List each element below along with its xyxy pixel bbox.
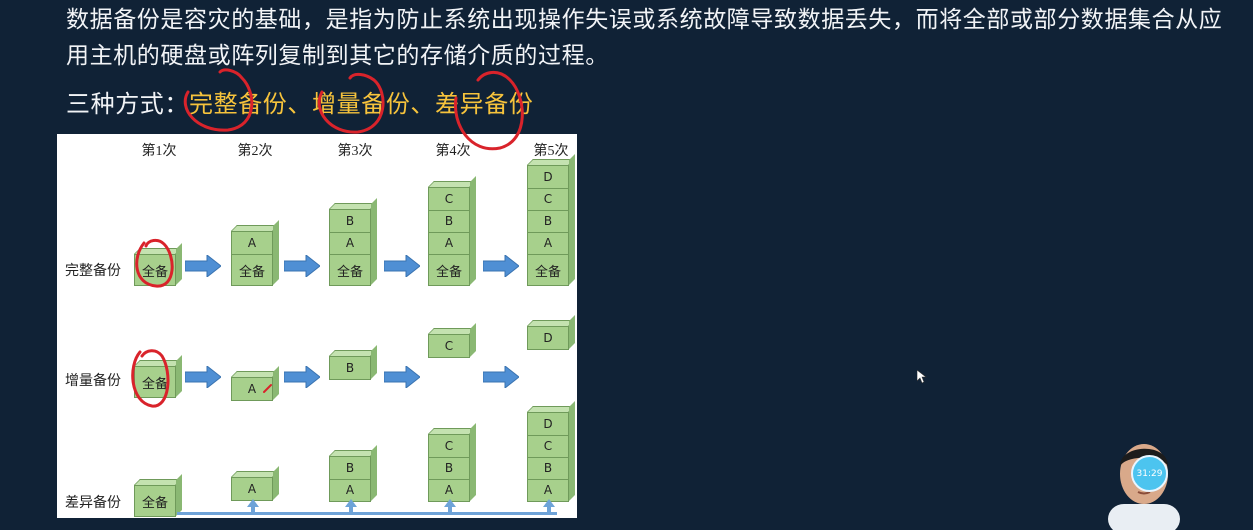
block-b: B [527,456,569,480]
right-arrow-icon [284,255,320,277]
block-c: C [428,434,470,458]
block-b: B [329,456,371,480]
backup-methods-line: 三种方式：完整备份、增量备份、差异备份 [66,86,533,122]
block-a: A [231,377,273,401]
block-c: C [428,334,470,358]
block-b: B [329,356,371,380]
block-c: C [527,434,569,458]
up-arrow-icon [543,499,555,513]
block-a: A [428,231,470,255]
block-a: A [231,477,273,501]
right-arrow-icon [284,366,320,388]
block-a: A [527,231,569,255]
method-differential: 差异备份 [435,90,534,118]
intro-paragraph: 数据备份是容灾的基础，是指为防止系统出现操作失误或系统故障导致数据丢失，而将全部… [66,7,1223,69]
block-b: B [329,209,371,233]
up-arrow-icon [444,499,456,513]
block-full: 全备 [134,366,176,398]
block-full: 全备 [527,254,569,286]
methods-lead: 三种方式： [66,90,189,118]
up-arrow-icon [345,499,357,513]
block-full: 全备 [134,254,176,286]
column-label: 第3次 [337,144,373,159]
column-label: 第1次 [141,144,177,159]
block-c: C [428,187,470,211]
block-a: A [329,231,371,255]
method-separator: 、 [287,90,313,118]
right-arrow-icon [483,255,519,277]
block-full: 全备 [329,254,371,286]
backup-diagram: 第1次 第2次 第3次 第4次 第5次 完整备份 增量备份 差异备份 全备 全备… [57,134,577,518]
block-full: 全备 [428,254,470,286]
column-label: 第5次 [533,144,569,159]
block-b: B [428,209,470,233]
block-b: B [527,209,569,233]
mouse-pointer-icon [917,370,927,384]
right-arrow-icon [483,366,519,388]
right-arrow-icon [384,366,420,388]
block-c: C [527,187,569,211]
block-d: D [527,165,569,189]
block-full: 全备 [134,485,176,517]
block-d: D [527,326,569,350]
block-full: 全备 [231,254,273,286]
block-d: D [527,412,569,436]
right-arrow-icon [185,255,221,277]
block-b: B [428,456,470,480]
row-label-differential: 差异备份 [65,496,121,511]
column-label: 第2次 [237,144,273,159]
method-incremental: 增量备份 [312,90,411,118]
method-separator: 、 [410,90,436,118]
differential-baseline [177,512,557,515]
right-arrow-icon [384,255,420,277]
method-full: 完整备份 [189,90,288,118]
right-arrow-icon [185,366,221,388]
up-arrow-icon [247,499,259,513]
block-a: A [231,231,273,255]
video-timer-badge: 31:29 [1131,455,1168,492]
column-label: 第4次 [435,144,471,159]
row-label-incremental: 增量备份 [65,374,121,389]
row-label-full: 完整备份 [65,264,121,279]
